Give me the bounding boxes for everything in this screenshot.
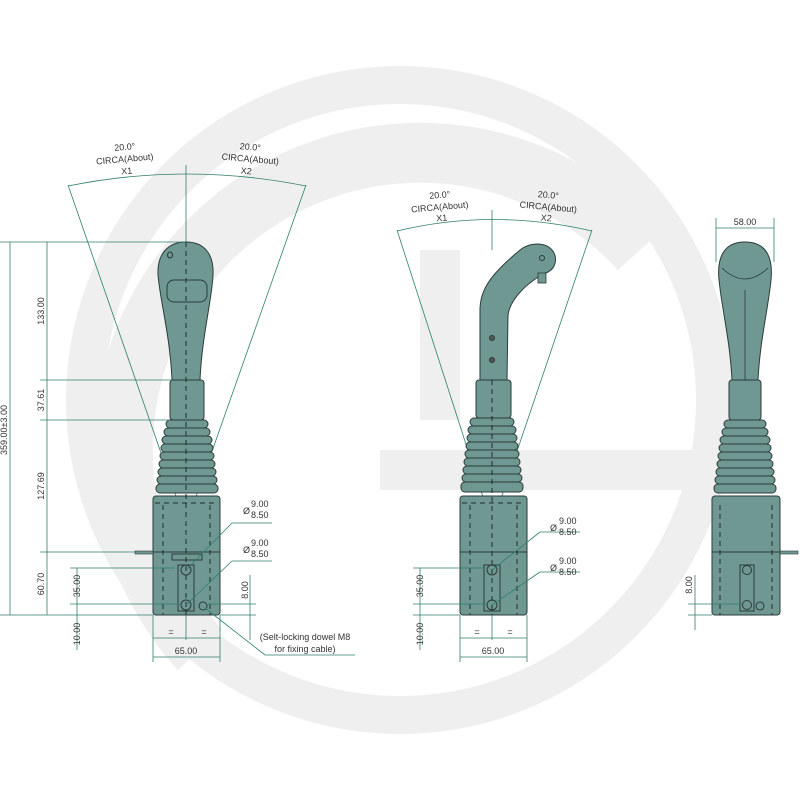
- left-view: 20.0° CIRCA(About) X1 20.0° CIRCA(About)…: [0, 141, 355, 662]
- watermark-logo: [66, 66, 734, 734]
- middle-angle-x2-value: 20.0°: [537, 189, 559, 201]
- middle-hole1-min: 8.50: [559, 527, 577, 537]
- left-hole2-max: 9.00: [251, 538, 269, 548]
- middle-angle-x2-axis: X2: [540, 213, 552, 224]
- middle-angle-x2-note: CIRCA(About): [519, 200, 577, 215]
- right-bellows: [713, 419, 777, 494]
- right-knob-width: 58.00: [734, 217, 757, 227]
- left-angle-x1-value: 20.0°: [114, 141, 136, 153]
- middle-base-width: 65.00: [482, 646, 505, 656]
- middle-angle-x1-axis: X1: [436, 213, 448, 224]
- left-hole2-symbol: Ø: [243, 545, 250, 555]
- left-bellows-height: 127.69: [36, 472, 46, 500]
- left-angle-x1-note: CIRCA(About): [96, 152, 154, 167]
- left-bellows: [155, 419, 219, 494]
- middle-hole2-min: 8.50: [559, 567, 577, 577]
- middle-hole1-symbol: Ø: [550, 523, 557, 533]
- middle-hole1-max: 9.00: [559, 516, 577, 526]
- middle-hole-spacing: 35.00: [415, 575, 425, 598]
- left-dowel-note-2: for fixing cable): [274, 644, 335, 654]
- left-base-height: 60.70: [36, 573, 46, 596]
- right-view: 58.00 8.00: [684, 217, 799, 630]
- middle-view: 20.0° CIRCA(About) X1 20.0° CIRCA(About)…: [396, 189, 593, 662]
- left-angle-x2-axis: X2: [240, 166, 252, 177]
- left-overall-height: 359.00±3.00: [0, 405, 9, 455]
- middle-hole2-symbol: Ø: [550, 563, 557, 573]
- left-angle-x2-value: 20.0°: [239, 141, 261, 153]
- left-side-offset: 8.00: [240, 581, 250, 599]
- left-hole1-min: 8.50: [251, 510, 269, 520]
- left-equal-mark-2: =: [201, 627, 206, 637]
- left-collar-height: 37.61: [36, 389, 46, 412]
- left-hole-spacing: 35.00: [72, 575, 82, 598]
- left-angle-x1-axis: X1: [121, 166, 133, 177]
- left-equal-mark-1: =: [168, 627, 173, 637]
- middle-equal-mark-1: =: [474, 627, 479, 637]
- middle-angle-x1-value: 20.0°: [429, 189, 451, 201]
- middle-hole2-max: 9.00: [559, 556, 577, 566]
- left-hole2-min: 8.50: [251, 549, 269, 559]
- middle-angle-x1-note: CIRCA(About): [411, 200, 469, 215]
- left-angle-x2-note: CIRCA(About): [221, 152, 279, 167]
- left-bottom-offset: 10.00: [72, 623, 82, 646]
- middle-equal-mark-2: =: [507, 627, 512, 637]
- left-base-width: 65.00: [175, 646, 198, 656]
- right-side-offset: 8.00: [684, 576, 694, 594]
- left-dowel-note-1: (Selt-locking dowel M8: [260, 632, 351, 642]
- left-handle-height: 133.00: [36, 297, 46, 325]
- left-hole1-max: 9.00: [251, 499, 269, 509]
- middle-bottom-offset: 10.00: [415, 623, 425, 646]
- left-hole1-symbol: Ø: [243, 506, 250, 516]
